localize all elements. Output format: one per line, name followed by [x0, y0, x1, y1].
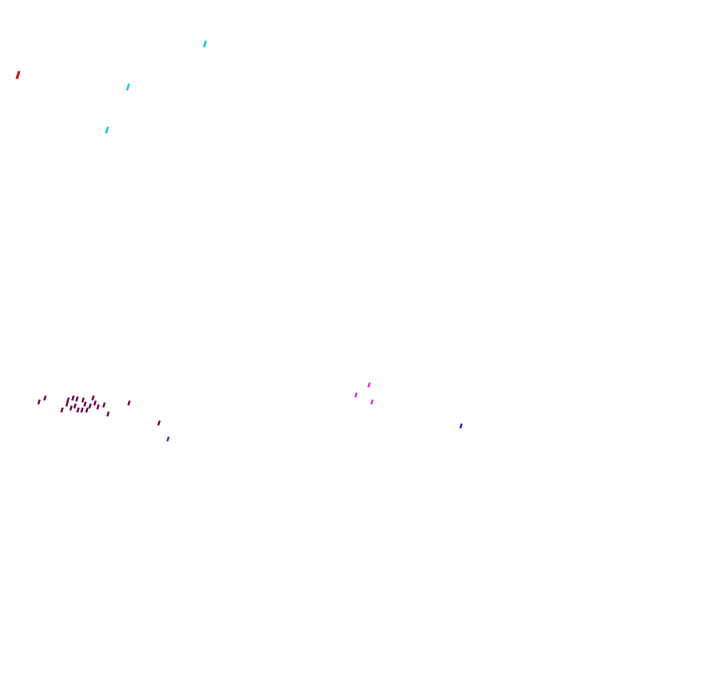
purple-cluster-mark-6: [81, 397, 85, 403]
violet-mark-1: [166, 436, 170, 442]
purple-cluster-mark-1: [37, 399, 41, 405]
purple-cluster-mark-4: [71, 395, 75, 401]
cyan-marks: [104, 40, 208, 134]
blue-mark-1: [459, 423, 463, 429]
red-marks: [15, 70, 21, 80]
magenta-marks: [354, 382, 374, 405]
purple-cluster-mark-14: [93, 400, 97, 406]
magenta-mark-3: [370, 399, 374, 405]
purple-cluster-mark-16: [102, 402, 106, 408]
purple-cluster-mark-10: [69, 405, 73, 411]
violet-marks: [166, 436, 170, 442]
purple-cluster-mark-15: [96, 404, 100, 410]
purple-cluster-marks: [37, 395, 161, 426]
purple-cluster-mark-18: [106, 411, 110, 417]
purple-cluster-mark-7: [91, 395, 95, 401]
purple-cluster-mark-2: [43, 395, 47, 401]
mark-layer: [15, 40, 463, 442]
cyan-mark-2: [125, 83, 131, 91]
red-mark-1: [15, 70, 21, 80]
magenta-mark-2: [354, 392, 358, 398]
purple-cluster-mark-12: [80, 407, 84, 413]
purple-cluster-mark-5: [75, 396, 79, 402]
blue-marks: [459, 423, 463, 429]
purple-cluster-mark-3: [66, 397, 70, 403]
purple-cluster-mark-17: [88, 403, 92, 409]
cyan-mark-3: [104, 126, 110, 134]
purple-cluster-mark-8: [60, 407, 64, 413]
purple-cluster-mark-9: [65, 401, 69, 407]
purple-cluster-mark-11: [76, 407, 80, 413]
purple-cluster-mark-21: [83, 401, 87, 407]
purple-cluster-mark-13: [85, 407, 89, 413]
cyan-mark-1: [202, 40, 208, 48]
magenta-mark-1: [367, 382, 371, 388]
purple-cluster-mark-20: [157, 420, 161, 426]
purple-cluster-mark-22: [73, 403, 77, 409]
purple-cluster-mark-19: [127, 400, 131, 406]
